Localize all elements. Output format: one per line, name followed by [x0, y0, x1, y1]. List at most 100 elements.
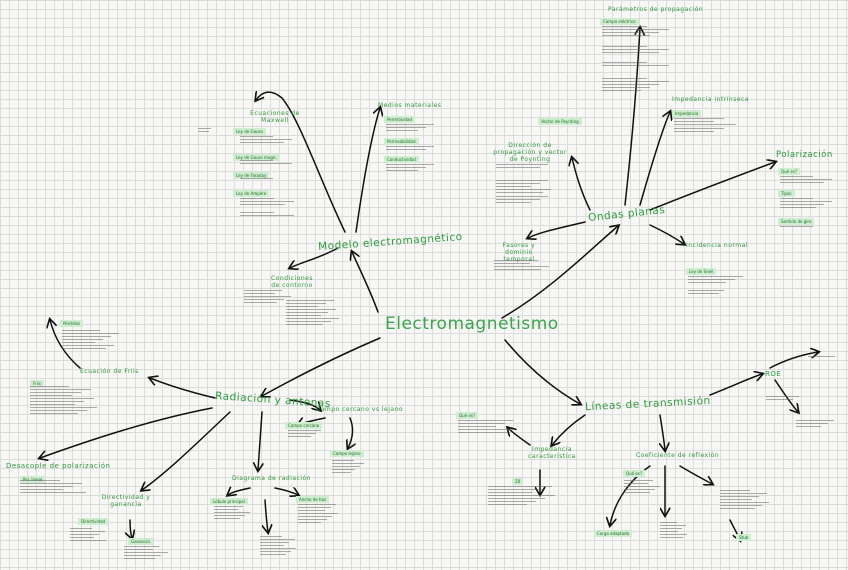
note-line — [124, 546, 160, 547]
note-line — [458, 426, 497, 427]
note-line — [332, 463, 365, 464]
note-line — [796, 426, 822, 427]
note-line — [30, 407, 97, 408]
note-line — [240, 198, 275, 199]
note-line — [62, 348, 106, 349]
tag: Ley de Faraday — [233, 172, 270, 179]
note-line — [298, 516, 333, 517]
note-line — [286, 312, 329, 313]
note-line — [124, 558, 155, 559]
note-line — [780, 204, 824, 205]
note-line — [496, 180, 549, 181]
note-line — [488, 501, 536, 502]
arrow-campo-right — [348, 417, 353, 448]
note-line — [720, 493, 767, 494]
note-line — [30, 413, 78, 414]
arrow-directividad-down — [130, 519, 132, 538]
note-line — [386, 127, 426, 128]
note-line — [30, 404, 75, 405]
arrow-to-polarizacion — [649, 162, 775, 211]
arrow-to-coeficiente — [660, 414, 665, 450]
note-line — [688, 276, 743, 277]
note-line — [386, 164, 434, 165]
note-line — [20, 483, 83, 484]
subtopic-campo: Campo cercano vs lejano — [316, 406, 404, 413]
note-line — [260, 542, 290, 543]
tag: Ley de Gauss magn. — [233, 154, 280, 161]
note-line — [214, 506, 244, 507]
note-line — [286, 303, 326, 304]
note-line — [660, 534, 688, 535]
note-line — [674, 128, 724, 129]
note-line — [244, 299, 285, 300]
note-line — [602, 52, 660, 53]
note-line — [624, 480, 654, 481]
note-line — [624, 483, 648, 484]
note-line — [214, 518, 240, 519]
note-line — [260, 539, 295, 540]
note-line — [488, 504, 527, 505]
tag: Directividad — [78, 518, 109, 525]
note-line — [214, 515, 245, 516]
note-line — [660, 537, 684, 538]
note-line — [602, 84, 660, 85]
note-line — [298, 522, 322, 523]
note-line — [720, 508, 755, 509]
note-line — [496, 189, 552, 190]
tag: Stub — [736, 534, 752, 541]
note-line — [780, 226, 813, 227]
tag: Pol. lineal — [20, 476, 46, 483]
note-line — [660, 528, 682, 529]
note-line — [124, 552, 168, 553]
note-line — [20, 489, 63, 490]
tag: Permitividad — [384, 116, 415, 123]
subtopic-parametros: Parámetros de propagación — [608, 6, 704, 13]
note-line — [488, 498, 546, 499]
note-line — [766, 396, 799, 397]
note-line — [766, 399, 794, 400]
note-line — [660, 525, 686, 526]
note-line — [386, 170, 418, 171]
note-line — [288, 433, 316, 434]
subtopic-fasores: Fasores y dominio temporal — [502, 242, 536, 263]
note-line — [720, 502, 770, 503]
central-topic: Electromagnetismo — [385, 314, 559, 334]
arrow-to-radiacion — [262, 337, 381, 396]
note-line — [332, 466, 360, 467]
tag: Sentido de giro — [778, 218, 815, 225]
note-line — [780, 207, 816, 208]
note-line — [602, 26, 647, 27]
subtopic-incidencia: Incidencia normal — [686, 242, 748, 249]
note-line — [70, 528, 92, 529]
subtopic-diagrama: Diagrama de radiación — [232, 475, 311, 482]
subtopic-impedancia-car: Impedancia característica — [528, 446, 576, 460]
note-line — [198, 131, 209, 132]
note-line — [286, 324, 324, 325]
note-line — [244, 302, 278, 303]
note-line — [260, 551, 291, 552]
tag: Ley de Gauss — [233, 128, 266, 135]
arrow-to-directividad — [142, 411, 231, 490]
note-line — [124, 549, 153, 550]
note-line — [286, 315, 321, 316]
tag: Conductividad — [384, 156, 419, 163]
arrow-to-maxwell — [256, 92, 346, 233]
note-line — [30, 395, 72, 396]
note-line — [458, 423, 505, 424]
note-line — [808, 356, 836, 357]
tag: Impedancia — [672, 110, 702, 117]
note-line — [386, 149, 426, 150]
note-line — [240, 215, 294, 216]
note-line — [286, 306, 318, 307]
arrow-diagrama-left — [228, 488, 251, 495]
note-line — [496, 183, 540, 184]
note-line — [240, 142, 284, 143]
subtopic-friis: Ecuación de Friis — [80, 368, 139, 375]
subtopic-polarizacion: Polarización — [776, 150, 833, 160]
tag: Qué es? — [778, 168, 801, 175]
arrow-to-direccion — [572, 158, 591, 211]
note-line — [674, 118, 724, 119]
arrow-diagrama-right — [274, 488, 298, 495]
note-line — [62, 333, 120, 334]
